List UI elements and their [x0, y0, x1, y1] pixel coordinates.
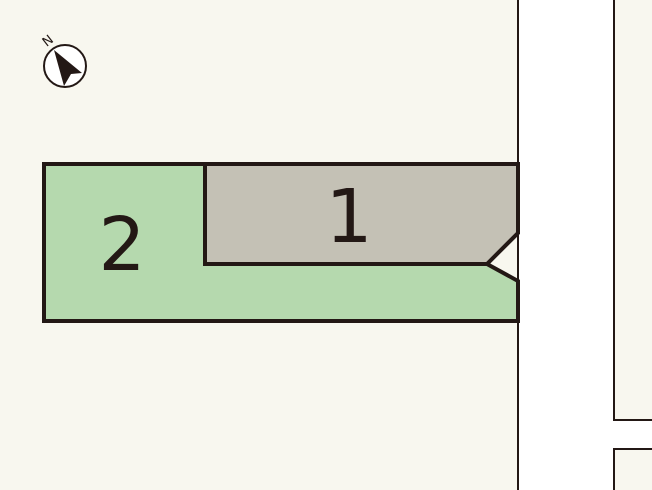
road: [518, 0, 614, 490]
lot-1-parcel[interactable]: [203, 162, 520, 266]
north-arrow-icon: [43, 44, 87, 88]
lot-2-label: 2: [98, 202, 145, 288]
side-road: [614, 420, 652, 449]
road-edge-right-upper: [613, 0, 652, 421]
road-edge-right-lower: [613, 448, 652, 490]
lot-1-label: 1: [325, 174, 372, 260]
